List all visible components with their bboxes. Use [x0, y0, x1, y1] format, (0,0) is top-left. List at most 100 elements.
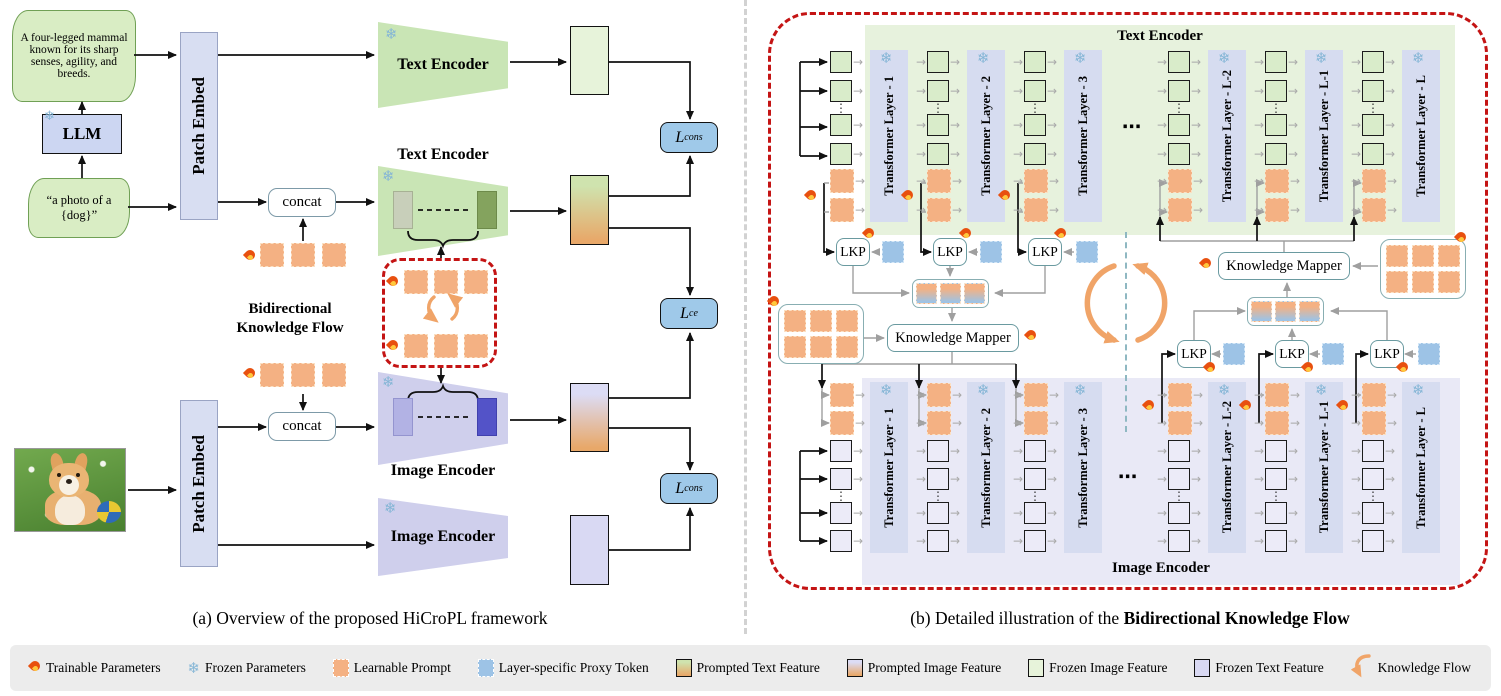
legend-label: Layer-specific Proxy Token [498, 660, 649, 675]
legend-label: Frozen Parameters [205, 660, 306, 675]
token-cell: →→ [1012, 530, 1060, 552]
proxy-fusion-tokens [912, 279, 989, 308]
transformer-layer-label: Transformer Layer - L-1 [1316, 401, 1331, 534]
legend-label: Knowledge Flow [1377, 660, 1471, 675]
learnable-prompt [784, 336, 806, 358]
image-token [830, 468, 852, 490]
flow-arrow-icon: → [1253, 84, 1265, 98]
learnable-prompt [830, 169, 854, 193]
transformer-layer-box: ❄Transformer Layer - 3 [1064, 50, 1102, 222]
token-cell: →→ [1350, 169, 1398, 193]
flow-arrow-icon: → [1192, 203, 1204, 217]
snowflake-icon: ❄ [977, 381, 990, 399]
lkp-box: LKP [1370, 340, 1404, 368]
prompt-template-bubble: “a photo of a {dog}” [28, 178, 130, 238]
flow-arrow-icon: → [1012, 55, 1024, 69]
token-cell: →→ [1253, 530, 1301, 552]
ellipsis-row: ⋮ [1156, 102, 1204, 114]
learnable-prompt [1265, 198, 1289, 222]
token-cell: →→ [915, 198, 963, 222]
image-token [1024, 468, 1046, 490]
flow-arrow-icon: → [1156, 147, 1168, 161]
snowflake-icon: ❄ [1074, 381, 1087, 399]
transformer-layer-box: ❄Transformer Layer - L-2 [1208, 50, 1246, 222]
fused-token [1299, 301, 1320, 322]
flow-arrow-icon: → [915, 84, 927, 98]
flow-arrow-icon: → [1046, 534, 1058, 548]
lkp-box: LKP [933, 238, 967, 266]
token-cell: →→ [1156, 80, 1204, 102]
transformer-layer-box: ❄Transformer Layer - 1 [870, 382, 908, 553]
ellipsis-row: ⋮ [1253, 102, 1301, 114]
caption-panel-b: (b) Detailed illustration of the Bidirec… [780, 608, 1480, 629]
token-cell: →→ [1012, 80, 1060, 102]
patch-embed-bottom-label: Patch Embed [189, 434, 208, 533]
flow-arrow-icon: → [915, 416, 927, 430]
text-token-column: →→→→⋮→→→→→→→→ [1012, 51, 1060, 222]
caption-b-prefix: (b) Detailed illustration of the [910, 608, 1124, 628]
flame-icon [903, 190, 914, 204]
transformer-layer-box: ❄Transformer Layer - 3 [1064, 382, 1102, 553]
flame-icon [1456, 232, 1467, 246]
flame-icon [1056, 228, 1067, 242]
learnable-prompt [1412, 271, 1434, 293]
proxy-token-swatch [477, 659, 494, 677]
bkf-label-line2: Knowledge Flow [236, 319, 344, 336]
legend-label: Trainable Parameters [46, 660, 161, 675]
frozen-image-encoder-label: Image Encoder [390, 528, 496, 545]
image-token-column: →→→→→→→→⋮→→→→ [818, 383, 866, 552]
legend-item: ❄Frozen Parameters [187, 660, 305, 676]
text-token [1362, 51, 1384, 73]
token-cell: →→ [818, 143, 866, 165]
layer-proxy-token [1076, 241, 1098, 263]
ellipsis-row: ⋮ [1253, 490, 1301, 502]
flow-arrow-icon: → [852, 472, 864, 486]
legend-item: Frozen Image Feature [1028, 659, 1168, 677]
flow-arrow-icon: → [1012, 147, 1024, 161]
token-cell: →→ [1156, 530, 1204, 552]
deep-prompt-stack-left [778, 304, 864, 364]
flow-arrow-icon: → [852, 147, 864, 161]
concat-image-box: concat [268, 412, 336, 441]
flow-arrow-icon: → [1046, 472, 1058, 486]
token-cell: →→ [1350, 143, 1398, 165]
token-cell: →→ [915, 114, 963, 136]
flow-arrow-icon: → [1048, 416, 1060, 430]
loss-letter: L [675, 128, 685, 146]
legend-label: Frozen Text Feature [1215, 660, 1324, 675]
flow-arrow-icon: → [1384, 444, 1396, 458]
flow-arrow-icon: → [1386, 388, 1398, 402]
layer-proxy-token [1322, 343, 1344, 365]
learnable-prompt [1438, 271, 1460, 293]
image-token [1024, 530, 1046, 552]
learnable-prompt [1386, 245, 1408, 267]
flow-arrow-icon: → [949, 534, 961, 548]
learnable-prompt [836, 310, 858, 332]
transformer-layer-box: ❄Transformer Layer - L [1402, 382, 1440, 553]
token-cell: →→ [1156, 114, 1204, 136]
snowflake-icon: ❄ [1218, 49, 1231, 67]
flow-arrow-icon: → [1012, 472, 1024, 486]
flow-arrow-icon: → [949, 444, 961, 458]
flow-arrow-icon: → [949, 84, 961, 98]
flow-arrow-icon: → [1287, 147, 1299, 161]
flow-arrow-icon: → [1048, 388, 1060, 402]
text-token [927, 143, 949, 165]
legend-item: Trainable Parameters [30, 660, 161, 676]
dog-eye-right [76, 473, 80, 477]
transformer-layer-box: ❄Transformer Layer - L-2 [1208, 382, 1246, 553]
legend-label: Frozen Image Feature [1049, 660, 1168, 675]
image-token [1265, 502, 1287, 524]
token-cell: →→ [818, 440, 866, 462]
image-feature-slot-last [477, 398, 497, 436]
token-cell: →→ [1156, 51, 1204, 73]
learnable-prompt [1412, 245, 1434, 267]
text-token-column: →→→→⋮→→→→→→→→ [818, 51, 866, 222]
learnable-prompt [1362, 169, 1386, 193]
token-cell: →→ [915, 502, 963, 524]
flow-arrow-icon: → [852, 55, 864, 69]
lkp-box: LKP [836, 238, 870, 266]
learnable-prompt [784, 310, 806, 332]
